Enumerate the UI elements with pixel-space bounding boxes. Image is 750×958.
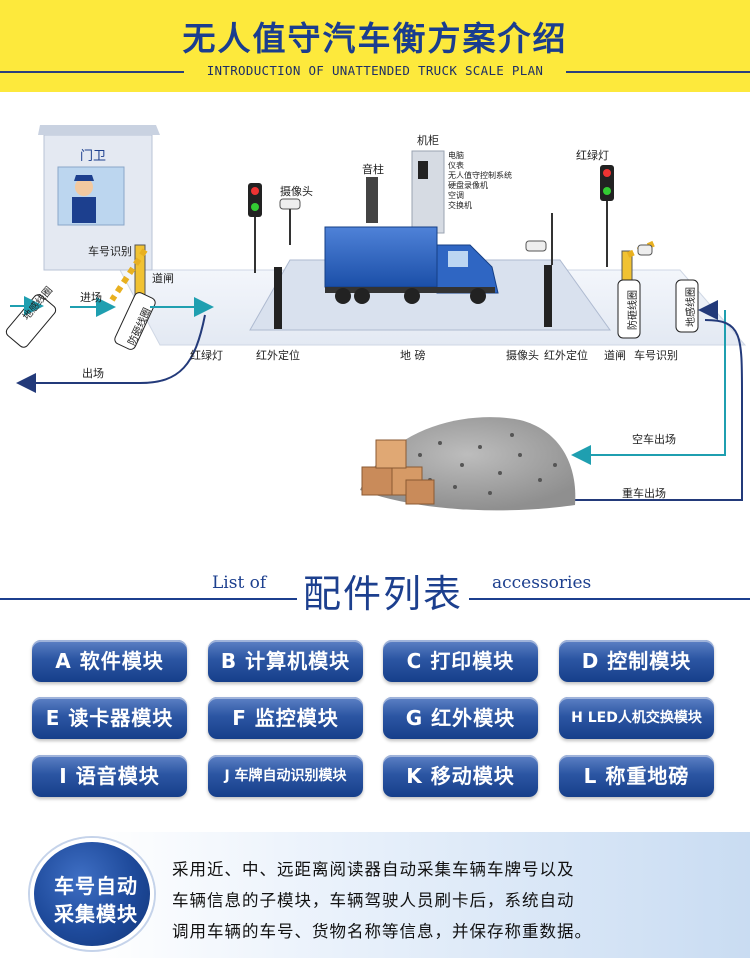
exit-arrow	[16, 314, 206, 393]
traffic-light-right-label: 红绿灯	[576, 149, 609, 162]
sand-texture	[418, 433, 557, 495]
module-computer: B 计算机模块	[208, 640, 363, 682]
module-infrared: G 红外模块	[383, 697, 538, 739]
traffic-light-right-icon	[600, 165, 614, 267]
plate-recognition-right-label: 车号识别	[634, 349, 678, 362]
barrier-right-label: 道闸	[604, 349, 626, 362]
module-software: A 软件模块	[32, 640, 187, 682]
guardhouse-icon	[38, 125, 160, 271]
module-monitoring: F 监控模块	[208, 697, 363, 739]
camera-bottom-label: 摄像头	[506, 349, 539, 362]
traffic-light-left-icon	[248, 183, 262, 273]
module-mobile: K 移动模块	[383, 755, 538, 797]
accessories-heading-left: List of	[208, 573, 271, 593]
cabinet-item: 空调	[448, 191, 464, 200]
cabinet-label: 机柜	[417, 134, 439, 147]
feature-text-line-3: 调用车辆的车号、货物名称等信息，并保存称重数据。	[172, 922, 592, 941]
exit-label: 出场	[82, 367, 104, 380]
cabinet-item: 仪表	[448, 161, 464, 170]
truck-icon	[324, 226, 499, 304]
barrier-left-label: 道闸	[152, 272, 174, 285]
sound-post-icon	[366, 177, 378, 223]
empty-exit-label: 空车出场	[632, 433, 676, 446]
sound-post-label: 音柱	[362, 163, 384, 176]
cabinet-icon	[411, 150, 445, 234]
badge-line-1: 车号自动	[54, 874, 138, 898]
module-weighbridge: L 称重地磅	[559, 755, 714, 797]
weighbridge-diagram: 门卫 车号识别 道闸 地感线圈 防砸线圈 进场 出场 红绿灯 红外定位 摄像头 …	[0, 95, 750, 565]
cabinet-item: 无人值守控制系统	[448, 171, 512, 180]
module-plate-recognition: J 车牌自动识别模块	[208, 755, 363, 797]
feature-text-line-1: 采用近、中、远距离阅读器自动采集车辆车牌号以及	[172, 860, 575, 879]
camera-left-icon	[279, 198, 301, 245]
anti-smash-coil-right-icon	[617, 279, 641, 339]
module-printer: C 打印模块	[383, 640, 538, 682]
cargo-boxes-icon	[361, 439, 435, 505]
camera-right-icon	[525, 213, 553, 265]
traffic-light-left-label: 红绿灯	[190, 349, 223, 362]
infrared-post-right-icon	[544, 265, 552, 327]
badge-line-2: 采集模块	[54, 902, 138, 926]
module-control: D 控制模块	[559, 640, 714, 682]
enter-label: 进场	[80, 291, 102, 304]
header-banner: 无人值守汽车衡方案介绍 INTRODUCTION OF UNATTENDED T…	[0, 0, 750, 92]
module-led-hmi: H LED人机交换模块	[559, 697, 714, 739]
cabinet-items-list: 电脑 仪表 无人值守控制系统 硬盘录像机 空调 交换机	[448, 151, 512, 211]
header-divider-left	[0, 71, 184, 73]
module-voice: I 语音模块	[32, 755, 187, 797]
weighbridge-label: 地 磅	[400, 349, 426, 362]
page-subtitle: INTRODUCTION OF UNATTENDED TRUCK SCALE P…	[206, 63, 544, 78]
cabinet-item: 硬盘录像机	[448, 181, 488, 190]
plate-recognition-left-label: 车号识别	[88, 245, 132, 258]
infrared-right-label: 红外定位	[544, 349, 588, 362]
page-title: 无人值守汽车衡方案介绍	[182, 19, 568, 58]
accessories-heading: 配件列表	[297, 563, 470, 618]
infrared-post-left-icon	[274, 267, 282, 329]
loaded-exit-label: 重车出场	[622, 487, 666, 500]
anti-smash-coil-left-icon	[114, 292, 156, 350]
anti-smash-coil-right-label: 防砸线圈	[628, 290, 639, 330]
infrared-left-label: 红外定位	[256, 349, 300, 362]
header-divider-right	[566, 71, 750, 73]
camera-top-label: 摄像头	[280, 185, 313, 198]
diagram-illustration	[5, 125, 747, 511]
loaded-exit-arrow	[575, 319, 743, 501]
accessories-heading-right: accessories	[488, 573, 596, 593]
cabinet-item: 交换机	[448, 201, 472, 210]
feature-badge: 车号自动 采集模块	[30, 838, 154, 950]
ground-coil-right-label: 地感线圈	[686, 287, 697, 327]
guardhouse-label: 门卫	[80, 149, 107, 164]
module-card-reader: E 读卡器模块	[32, 697, 187, 739]
empty-exit-arrow	[571, 310, 726, 465]
feature-text-line-2: 车辆信息的子模块，车辆驾驶人员刷卡后，系统自动	[172, 891, 575, 910]
cabinet-item: 电脑	[448, 151, 464, 160]
